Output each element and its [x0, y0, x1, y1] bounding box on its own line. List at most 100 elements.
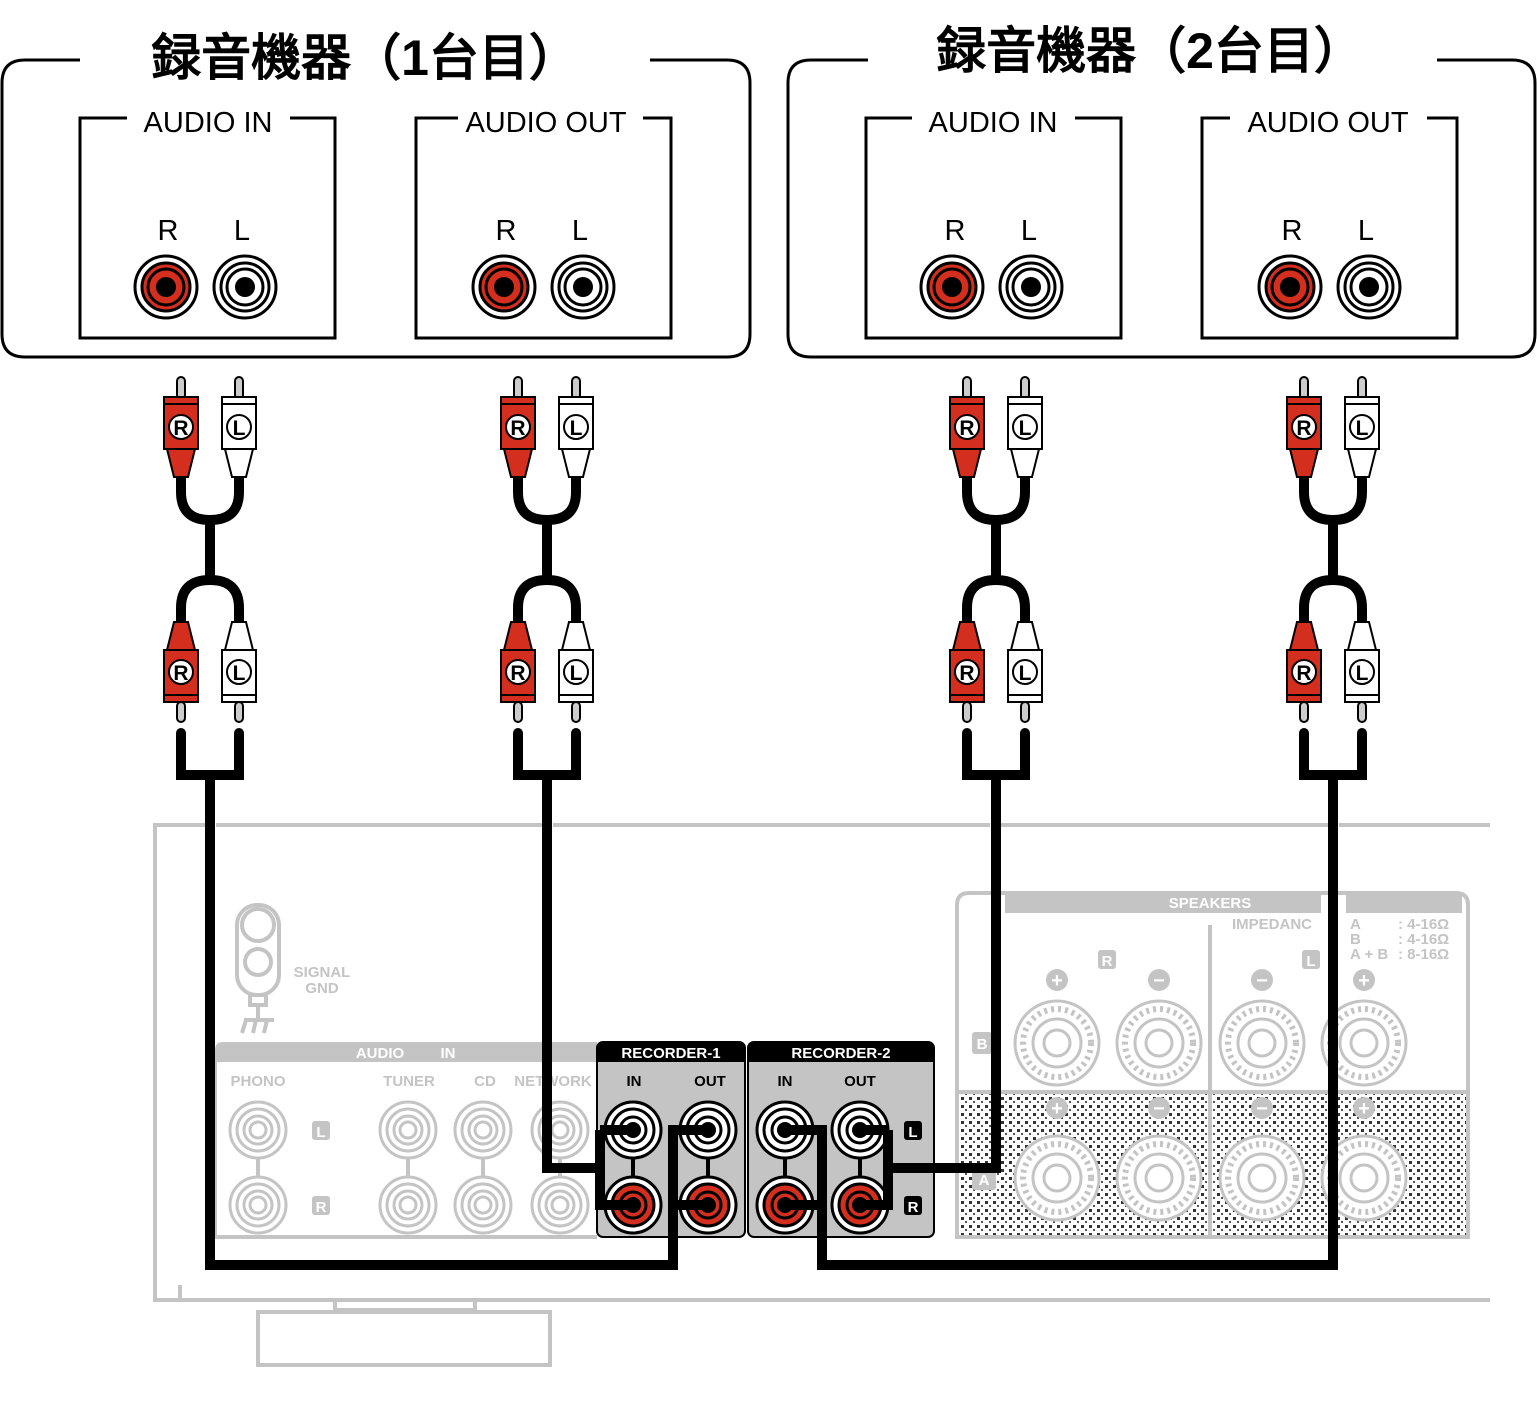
rca-jack-r — [919, 254, 985, 320]
rca-jack-l — [550, 254, 616, 320]
svg-text:−: − — [1153, 1098, 1165, 1120]
impedance-value: : 4-16Ω — [1398, 931, 1449, 948]
recorder-2-title: 録音機器（2台目） — [936, 23, 1364, 79]
rca-cable-4: R L R L — [1286, 376, 1380, 780]
amplifier-rear-panel: SIGNAL GND AUDIO IN PHONO TUNER CD NETWO… — [153, 823, 1490, 1367]
channel-l-label: L — [908, 1124, 917, 1141]
cable-3-wire — [860, 775, 1001, 1210]
plug-label: L — [1356, 662, 1369, 685]
svg-text:+: + — [1358, 970, 1370, 992]
recorder-2-in-l-label: L — [1021, 215, 1037, 247]
svg-text:−: − — [1256, 1098, 1268, 1120]
input-cd-label: CD — [474, 1073, 496, 1090]
plug-label: R — [1296, 417, 1311, 440]
recorder-1-out-label: OUT — [694, 1073, 726, 1090]
plug-label: L — [1019, 662, 1032, 685]
recorder-1-out-l-label: L — [572, 215, 588, 247]
plug-label: L — [570, 417, 583, 440]
recorder-2-in-r-label: R — [945, 215, 966, 247]
recorder-2-audio-out-label: AUDIO OUT — [1247, 107, 1408, 139]
svg-text:−: − — [1256, 970, 1268, 992]
speaker-terminal: + — [1013, 1097, 1101, 1222]
cable-1-wire — [205, 775, 708, 1270]
speaker-terminal: − — [1218, 969, 1306, 1087]
recorder-1-terminal-label: RECORDER-1 — [621, 1045, 720, 1062]
speakers-label: SPEAKERS — [1169, 895, 1252, 912]
audio-in-section: AUDIO IN PHONO TUNER CD NETWORK L R — [213, 1042, 597, 1239]
audio-in-label: AUDIO — [356, 1045, 405, 1062]
impedance-name: B — [1350, 931, 1361, 948]
input-jack — [228, 1100, 288, 1160]
speaker-terminal: − — [1218, 1097, 1306, 1222]
rca-jack-r — [1257, 254, 1323, 320]
input-tuner-label: TUNER — [383, 1073, 435, 1090]
rca-cable-2: R L R L — [500, 376, 594, 780]
audio-in-label-2: IN — [441, 1045, 456, 1062]
recorder-1-audio-in-label: AUDIO IN — [144, 107, 273, 139]
speaker-terminal: + — [1013, 969, 1101, 1087]
recorder-device-2: 録音機器（2台目） AUDIO IN R L AUDIO OUT R L — [786, 23, 1537, 359]
plug-label: L — [1356, 417, 1369, 440]
rca-jack-r — [471, 254, 537, 320]
cable-4-wire — [785, 775, 1338, 1270]
cable-2-wire — [542, 775, 633, 1210]
input-jack — [530, 1175, 590, 1235]
recorder-1-out-r-label: R — [496, 215, 517, 247]
input-network-label: NETWORK — [514, 1073, 592, 1090]
speaker-a-label: A — [979, 1172, 990, 1189]
input-jack — [378, 1175, 438, 1235]
speaker-terminal: − — [1115, 969, 1203, 1087]
recorder-1-audio-out-label: AUDIO OUT — [465, 107, 626, 139]
input-jack — [228, 1175, 288, 1235]
input-jack — [530, 1100, 590, 1160]
rca-jack-l — [998, 254, 1064, 320]
plug-label: R — [510, 662, 525, 685]
rca-jack-l — [1336, 254, 1402, 320]
recorder-1-in-r-label: R — [158, 215, 179, 247]
impedance-name: A — [1350, 916, 1361, 933]
recorder-1-in-l-label: L — [234, 215, 250, 247]
plug-label: R — [1296, 662, 1311, 685]
svg-text:+: + — [1051, 970, 1063, 992]
speaker-r-label: R — [1102, 953, 1113, 970]
recorder-2-out-r-label: R — [1282, 215, 1303, 247]
input-jack — [453, 1100, 513, 1160]
plug-label: L — [233, 662, 246, 685]
recorder-2-audio-in-label: AUDIO IN — [929, 107, 1058, 139]
channel-r-label: R — [908, 1199, 919, 1216]
plug-label: R — [173, 662, 188, 685]
plug-label: R — [959, 417, 974, 440]
signal-gnd-label-1: SIGNAL — [294, 964, 351, 981]
signal-gnd-terminal: SIGNAL GND — [235, 903, 351, 1034]
impedance-name: A + B — [1350, 946, 1388, 963]
audio-in-r-label: R — [316, 1199, 327, 1216]
input-jack — [378, 1100, 438, 1160]
recorder-1-in-label: IN — [627, 1073, 642, 1090]
svg-text:+: + — [1358, 1098, 1370, 1120]
recorder-device-1: 録音機器（1台目） AUDIO IN R L AUDIO OUT R L — [0, 30, 752, 359]
speaker-b-label: B — [977, 1036, 988, 1053]
svg-text:−: − — [1153, 970, 1165, 992]
rca-jack-r — [133, 254, 199, 320]
recorder-2-out-l-label: L — [1358, 215, 1374, 247]
plug-label: L — [1019, 417, 1032, 440]
svg-text:+: + — [1051, 1098, 1063, 1120]
wiring — [205, 775, 1338, 1270]
recorder-2-terminal-label: RECORDER-2 — [791, 1045, 890, 1062]
speaker-terminal: − — [1115, 1097, 1203, 1222]
plug-label: R — [510, 417, 525, 440]
plug-label: L — [570, 662, 583, 685]
speaker-l-label: L — [1306, 953, 1315, 970]
recorder-jacks — [133, 254, 1402, 320]
impedance-value: : 8-16Ω — [1398, 946, 1449, 963]
input-phono-label: PHONO — [230, 1073, 285, 1090]
recorder-2-out-label: OUT — [844, 1073, 876, 1090]
recorder-1-title: 録音機器（1台目） — [151, 30, 579, 86]
signal-gnd-label-2: GND — [305, 980, 339, 997]
rca-jack-l — [212, 254, 278, 320]
